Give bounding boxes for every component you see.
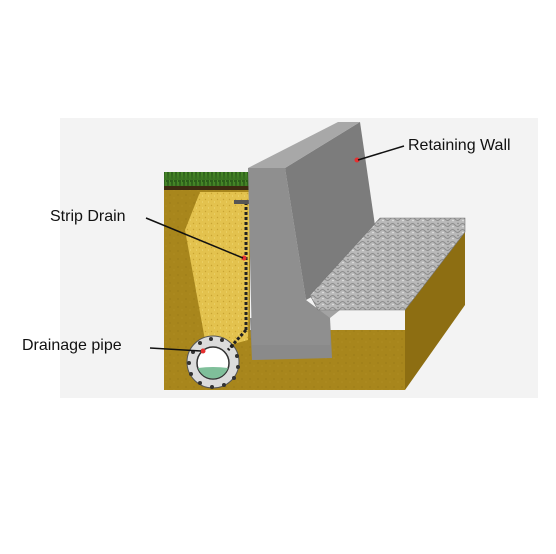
strip-drain-bend [226,328,248,352]
pipe-water [198,367,228,379]
strip-drain-marker [241,255,247,261]
strip-drain-cap [234,200,262,204]
retaining-wall-label: Retaining Wall [408,137,511,154]
soil-side-face [405,232,465,390]
wall-front-face [248,168,330,345]
grass-root-line [164,186,250,190]
retaining-wall-marker [354,157,360,163]
gravel-fill [309,217,466,311]
drainage-pipe-leader [149,347,202,352]
retaining-wall-leader [357,145,405,161]
wall-top-face [248,122,360,168]
drainage-pipe-label: Drainage pipe [22,337,122,354]
strip-drain-leader [145,217,244,259]
grass-strip [164,172,250,190]
drainage-pipe-marker [200,348,206,354]
strip-drain-label: Strip Drain [50,208,126,225]
sand-backfill [185,192,250,345]
